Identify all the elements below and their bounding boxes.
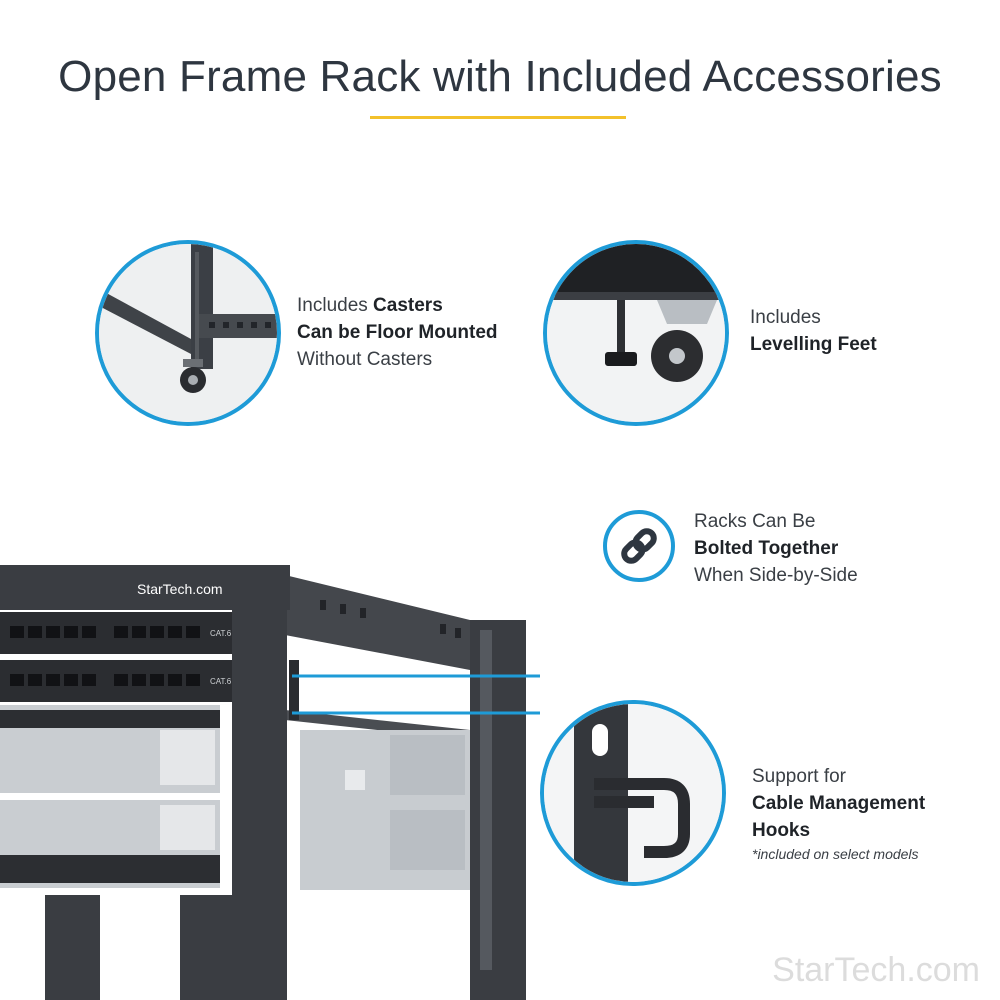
casters-callout: Includes Casters Can be Floor Mounted Wi… <box>297 292 498 373</box>
cable-hook-illustration <box>544 704 722 882</box>
open-frame-rack-illustration: StarTech.com CAT.6 CAT.6 <box>0 565 540 1000</box>
watermark-logo: StarTech.com <box>772 951 980 989</box>
hooks-note: *included on select models <box>752 846 919 862</box>
bolted-line2: Bolted Together <box>694 538 839 559</box>
bolted-line1: Racks Can Be <box>694 511 816 532</box>
bolted-callout: Racks Can Be Bolted Together When Side-b… <box>694 508 858 589</box>
casters-line1-pre: Includes <box>297 295 374 316</box>
hooks-line2: Cable Management <box>752 793 926 814</box>
title-underline <box>370 116 626 119</box>
hooks-line1: Support for <box>752 766 846 787</box>
casters-line2: Can be Floor Mounted <box>297 322 498 343</box>
casters-line1-bold: Casters <box>373 295 443 316</box>
link-icon <box>603 510 675 582</box>
cable-hook-detail-image <box>540 700 726 886</box>
cat6-label-bottom: CAT.6 <box>210 677 232 686</box>
casters-line3: Without Casters <box>297 349 433 370</box>
levelling-foot-illustration <box>547 244 725 422</box>
caster-illustration <box>99 244 277 422</box>
bolted-line3: When Side-by-Side <box>694 565 858 586</box>
casters-detail-image <box>95 240 281 426</box>
page-title: Open Frame Rack with Included Accessorie… <box>58 52 942 101</box>
feet-line1: Includes <box>750 307 821 328</box>
feet-callout: Includes Levelling Feet <box>750 304 877 358</box>
levelling-feet-detail-image <box>543 240 729 426</box>
hooks-callout: Support for Cable Management Hooks *incl… <box>752 763 925 864</box>
hooks-line3: Hooks <box>752 820 811 841</box>
rack-logo: StarTech.com <box>137 581 223 597</box>
feet-line2: Levelling Feet <box>750 334 877 355</box>
cat6-label-top: CAT.6 <box>210 629 232 638</box>
